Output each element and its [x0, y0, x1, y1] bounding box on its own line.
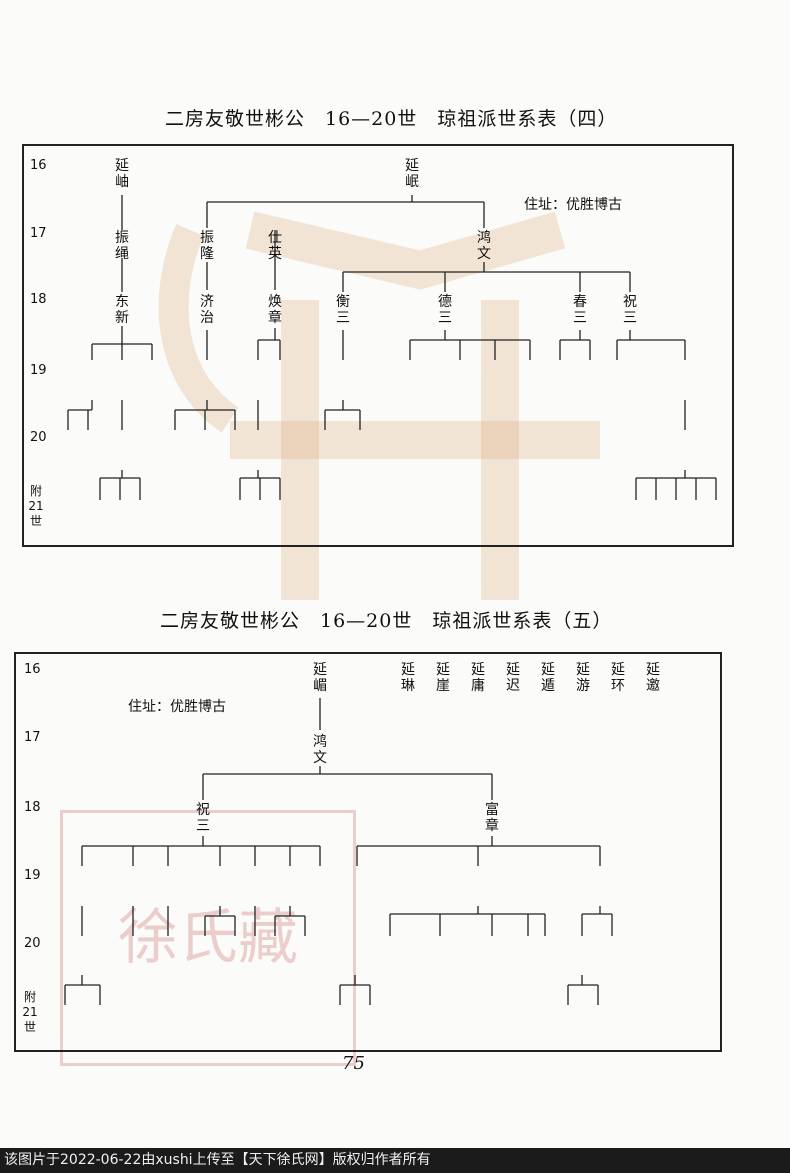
table5-person: 延崖 [436, 662, 450, 694]
table5-title: 二房友敬世彬公 16—20世 琼祖派世系表（五） [160, 610, 613, 632]
table4-frame [22, 144, 734, 547]
table4-gen-17: 17 [30, 226, 47, 241]
table4-residence: 住址：优胜博古 [524, 197, 622, 213]
table4-gen-20: 20 [30, 430, 47, 445]
table4-gen-18: 18 [30, 292, 47, 307]
table4-tree-lines [67, 195, 717, 500]
watermark-seal: 徐氏藏 [60, 810, 356, 1066]
table4-person: 延岫 [115, 158, 129, 190]
table4-person: 春三 [573, 294, 587, 326]
table5-gen-17: 17 [24, 730, 41, 745]
table5-person: 祝三 [196, 802, 210, 834]
table4-person: 祝三 [623, 294, 637, 326]
page-number: 75 [342, 1053, 365, 1074]
table4-person: 德三 [438, 294, 452, 326]
table4-person: 延岷 [405, 158, 419, 190]
table4-gen-19: 19 [30, 363, 47, 378]
table4-person: 仕英 [268, 230, 282, 262]
table5-person: 延庸 [471, 662, 485, 694]
table4-person: 东新 [115, 294, 129, 326]
table5-person: 鸿文 [313, 734, 327, 766]
table5-gen-20: 20 [24, 936, 41, 951]
table4-person: 振绳 [115, 230, 129, 262]
table5-person: 富章 [485, 802, 499, 834]
table5-person: 延遁 [541, 662, 555, 694]
table5-frame [14, 652, 722, 1052]
table4-person: 焕章 [268, 294, 282, 326]
table5-gen-16: 16 [24, 662, 41, 677]
table5-person: 延琳 [401, 662, 415, 694]
table4-person: 振隆 [200, 230, 214, 262]
table5-person: 延游 [576, 662, 590, 694]
table4-person: 鸿文 [477, 230, 491, 262]
table5-person: 延邀 [646, 662, 660, 694]
table5-residence: 住址：优胜博古 [128, 699, 226, 715]
scanned-page: 徐氏藏 二房友敬世彬公 16—20世 琼祖派世系表（四） 住址：优胜博古 16 … [14, 108, 734, 1074]
table4-person: 衡三 [336, 294, 350, 326]
table4-gen-16: 16 [30, 158, 47, 173]
table4-title: 二房友敬世彬公 16—20世 琼祖派世系表（四） [165, 108, 618, 130]
table5-person: 延环 [611, 662, 625, 694]
table5-gen-19: 19 [24, 868, 41, 883]
copyright-footer: 该图片于2022-06-22由xushi上传至【天下徐氏网】版权归作者所有 [0, 1148, 790, 1173]
table5-tree-lines [64, 698, 613, 1005]
table5-person: 延迟 [506, 662, 520, 694]
table5-gen-18: 18 [24, 800, 41, 815]
table4-person: 济治 [200, 294, 214, 326]
table5-person: 延嵋 [313, 662, 327, 694]
